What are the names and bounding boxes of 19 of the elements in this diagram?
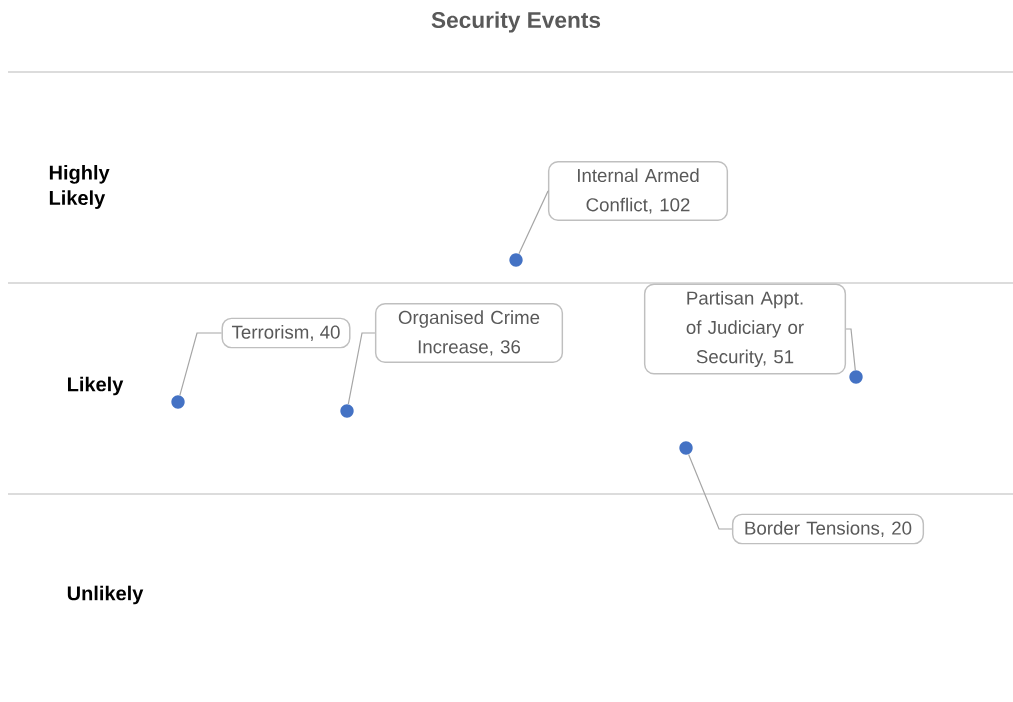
callout-box: Partisan Appt. of Judiciary or Security, 51 (643, 283, 847, 375)
row-label: Highly Likely (49, 165, 110, 209)
leader-line (518, 190, 549, 255)
data-point (340, 404, 354, 418)
chart-title: Security Events (431, 11, 601, 33)
row-label: Likely (68, 376, 124, 396)
data-point (679, 441, 693, 455)
callout-box: Organised Crime Increase, 36 (374, 302, 564, 364)
row-label: Unlikely (67, 585, 144, 605)
data-point (509, 253, 523, 267)
data-point (849, 370, 863, 384)
leader-line (688, 453, 733, 530)
callout-box: Internal Armed Conflict, 102 (547, 160, 729, 222)
leader-line (845, 328, 856, 371)
data-point (171, 395, 185, 409)
callout-box: Border Tensions, 20 (731, 513, 925, 545)
leader-line (347, 332, 376, 405)
callout-box: Terrorism, 40 (221, 317, 351, 349)
leader-line (179, 332, 223, 396)
